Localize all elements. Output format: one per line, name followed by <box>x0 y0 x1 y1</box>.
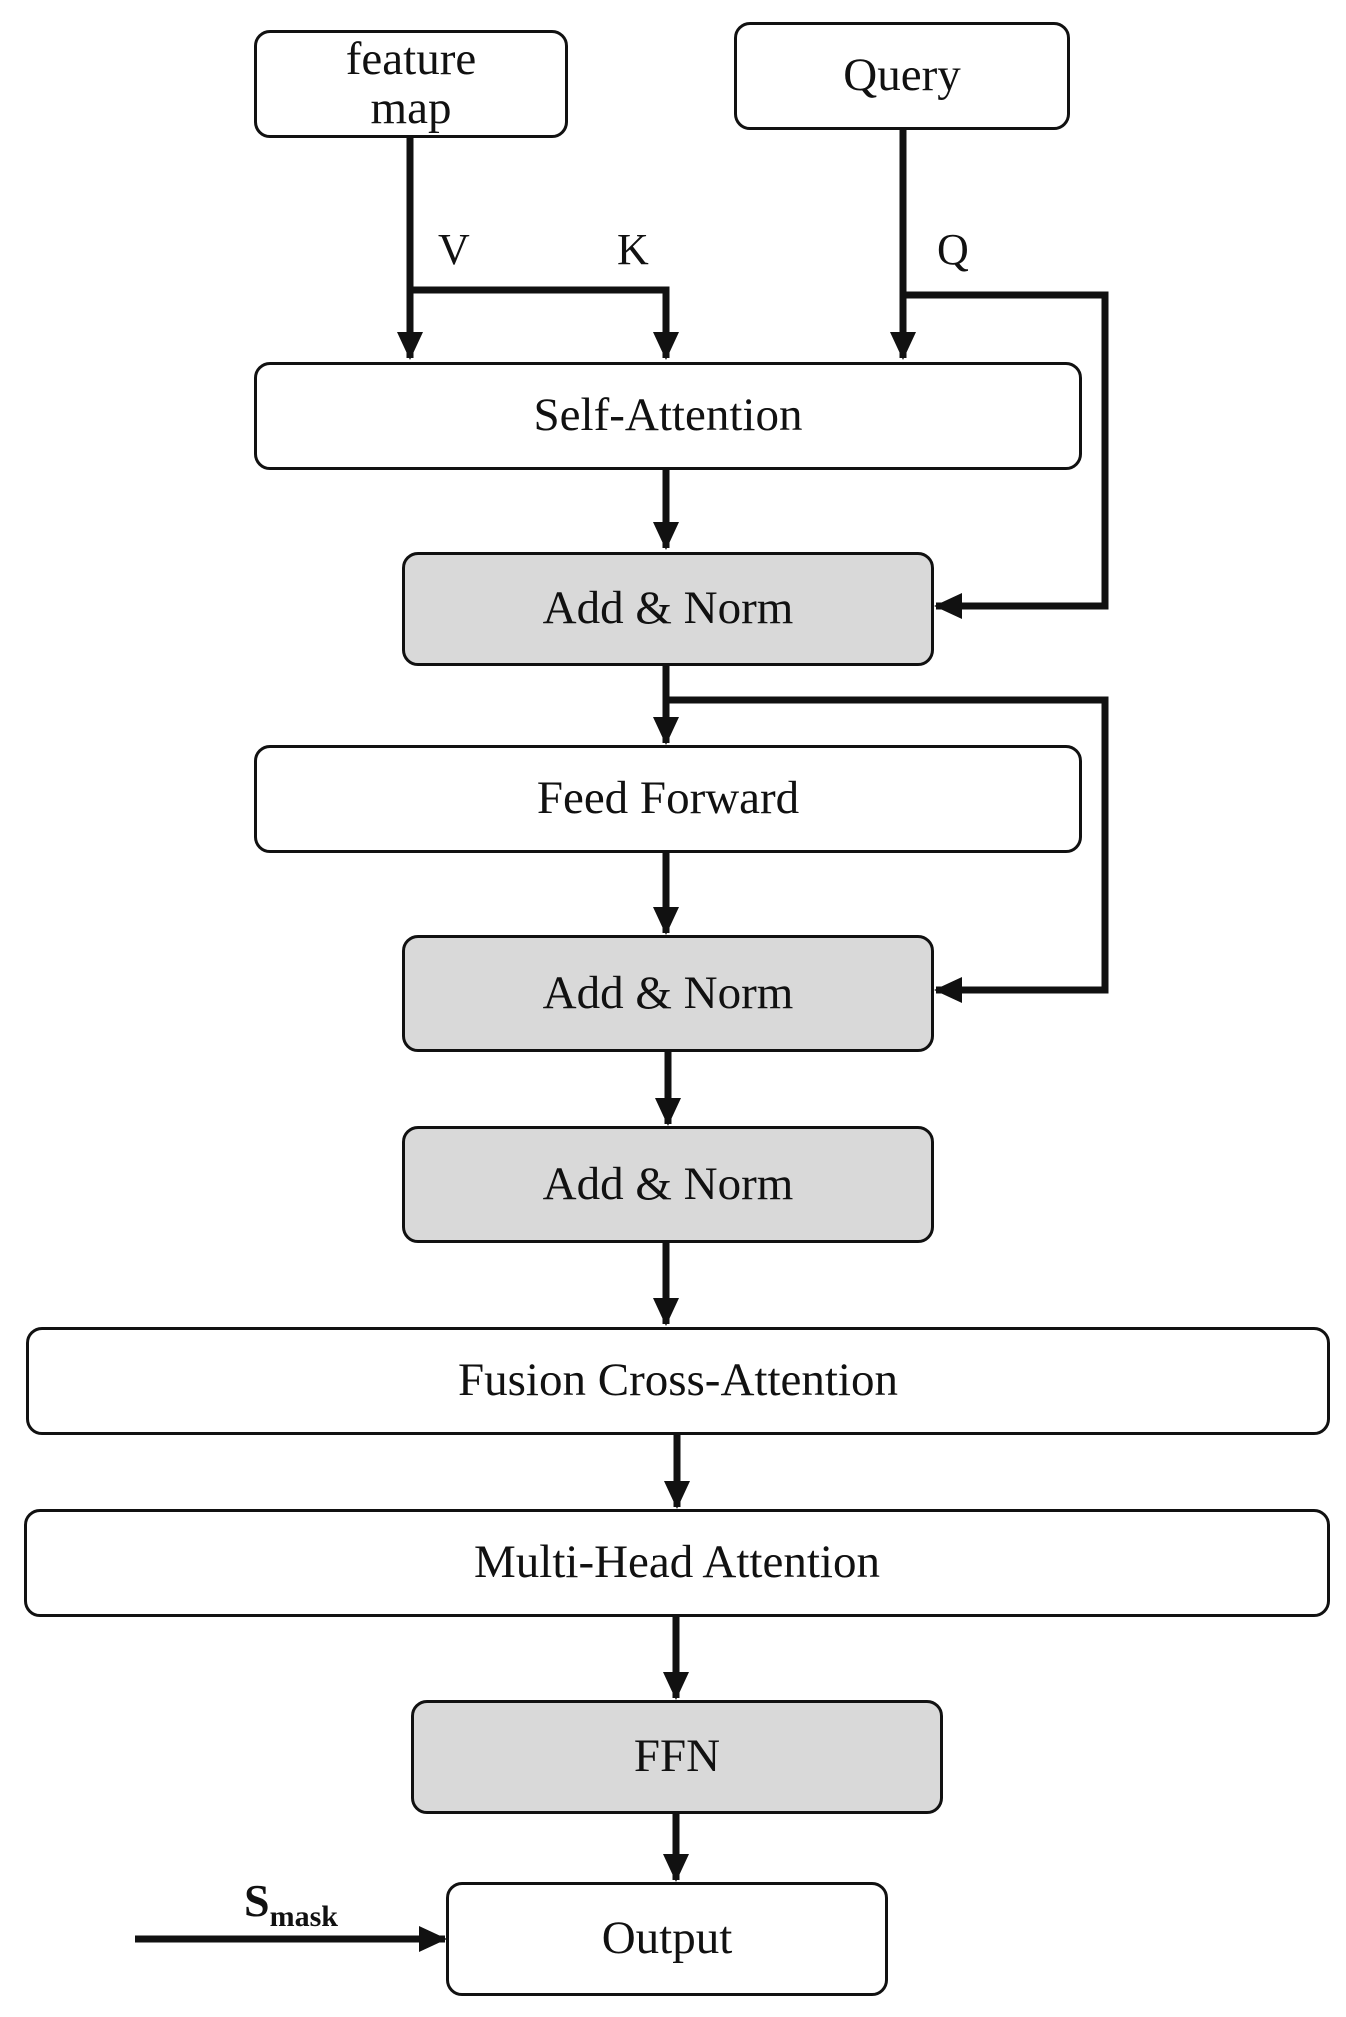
self-attention-node: Self-Attention <box>254 362 1082 470</box>
add-norm-1-node: Add & Norm <box>402 552 934 666</box>
k-label: K <box>617 225 649 274</box>
v-label: V <box>438 225 470 274</box>
fusion-cross-attention-label: Fusion Cross-Attention <box>457 1354 898 1407</box>
ffn-label: FFN <box>633 1730 721 1783</box>
ffn-node: FFN <box>411 1700 943 1814</box>
feed-forward-node: Feed Forward <box>254 745 1082 853</box>
add-norm-1-label: Add & Norm <box>542 582 794 635</box>
feature-map-node: feature map <box>254 30 568 138</box>
edge-query-residual <box>903 291 1109 619</box>
add-norm-3-label: Add & Norm <box>542 1157 794 1210</box>
fusion-cross-attention-node: Fusion Cross-Attention <box>26 1327 1330 1435</box>
query-label: Query <box>843 49 961 102</box>
s-mask-main: S <box>244 1875 270 1926</box>
output-label: Output <box>601 1912 733 1965</box>
edge-ffwd-residual <box>666 696 1109 1003</box>
add-norm-2-node: Add & Norm <box>402 935 934 1052</box>
q-label: Q <box>937 225 969 274</box>
feature-map-label: feature map <box>345 32 477 134</box>
edge-k <box>410 286 679 360</box>
query-node: Query <box>734 22 1070 130</box>
add-norm-2-label: Add & Norm <box>542 966 794 1019</box>
add-norm-3-node: Add & Norm <box>402 1126 934 1243</box>
multi-head-attention-label: Multi-Head Attention <box>474 1536 880 1589</box>
s-mask-label: Smask <box>244 1875 338 1932</box>
multi-head-attention-node: Multi-Head Attention <box>24 1509 1330 1617</box>
self-attention-label: Self-Attention <box>533 389 803 442</box>
output-node: Output <box>446 1882 888 1996</box>
s-mask-subscript: mask <box>269 1900 338 1933</box>
feed-forward-label: Feed Forward <box>536 772 800 825</box>
